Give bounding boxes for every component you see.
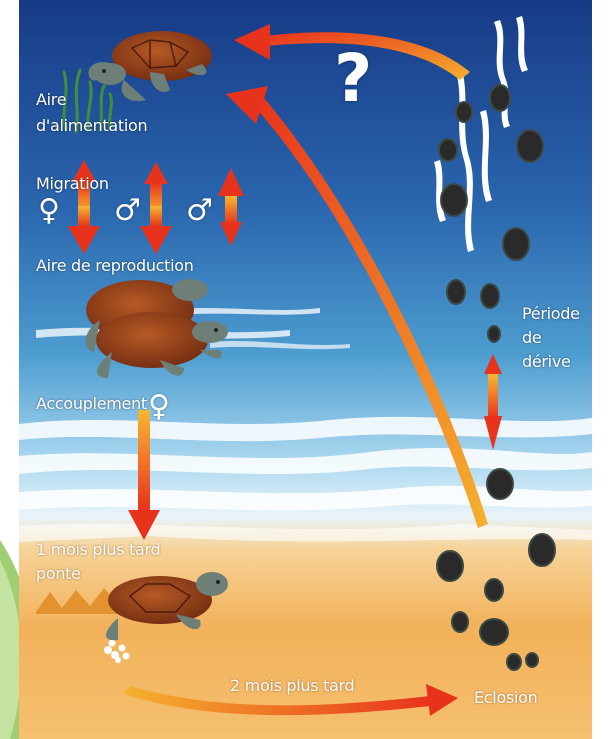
female-symbol-migration: ♀ (38, 196, 60, 226)
feeding-area-label-line2: d'alimentation (36, 118, 147, 134)
male-symbol-migration-2: ♂ (186, 196, 213, 226)
male-symbol-migration-1: ♂ (114, 196, 141, 226)
drift-label-line2: de (522, 330, 541, 346)
female-symbol-mating: ♀ (148, 392, 170, 422)
laying-label-line1: 1 mois plus tard (36, 542, 160, 558)
hatching-delay-label: 2 mois plus tard (230, 678, 354, 694)
hatching-label: Eclosion (474, 690, 537, 706)
drift-label-line1: Période (522, 306, 580, 322)
mating-label: Accouplement (36, 396, 147, 412)
feeding-area-label-line1: Aire (36, 92, 66, 108)
question-mark: ? (334, 46, 372, 112)
breeding-area-label: Aire de reproduction (36, 258, 194, 274)
migration-label: Migration (36, 176, 109, 192)
drift-label-line3: dérive (522, 354, 571, 370)
laying-label-line2: ponte (36, 566, 81, 582)
